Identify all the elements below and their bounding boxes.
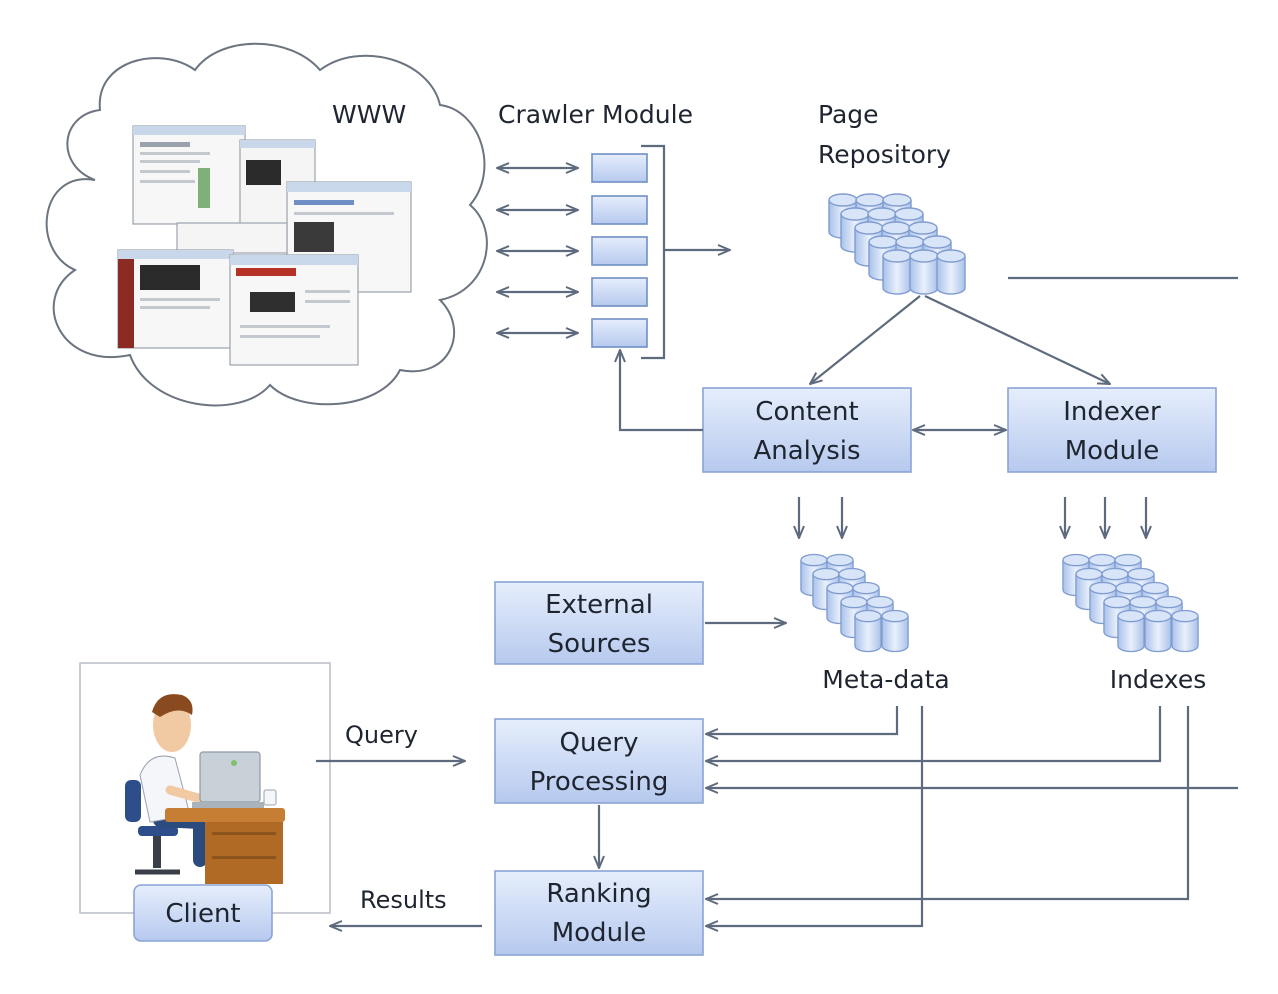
repo-to-content-arrow: [810, 295, 921, 384]
query-processing-label-line2: Processing: [530, 767, 669, 797]
web-pages-illustration: [117, 125, 412, 366]
client-box: Client: [133, 884, 273, 942]
metadata-db-icon: [800, 553, 909, 653]
crawler-module-label: Crawler Module: [498, 100, 693, 129]
indexes-to-ranking-arrow: [706, 706, 1190, 899]
query-processing-label-line1: Query: [559, 728, 638, 758]
indexer-module-label-line1: Indexer: [1063, 397, 1161, 427]
crawler-units: [591, 153, 648, 348]
indexes-db-icon: [1062, 553, 1199, 653]
crawler-unit: [591, 153, 648, 183]
indexes-label: Indexes: [1110, 665, 1206, 694]
query-label: Query: [345, 721, 418, 749]
person-at-desk-illustration: [125, 694, 285, 884]
content-analysis-box: Content Analysis: [702, 387, 912, 473]
metadata-label: Meta-data: [822, 665, 949, 694]
repo-to-indexer-arrow: [924, 295, 1110, 384]
external-sources-label-line1: External: [545, 590, 653, 620]
external-sources-label-line2: Sources: [548, 629, 651, 659]
content-to-crawler-arrow: [620, 350, 703, 432]
indexer-module-label-line2: Module: [1065, 436, 1160, 466]
crawler-unit: [591, 236, 648, 266]
www-label: WWW: [332, 100, 406, 129]
ranking-module-box: Ranking Module: [494, 870, 704, 956]
crawler-unit: [591, 318, 648, 348]
crawler-unit: [591, 195, 648, 225]
page-repository-label-line1: Page: [818, 100, 879, 129]
content-analysis-label-line2: Analysis: [753, 436, 860, 466]
content-analysis-label-line1: Content: [755, 397, 858, 427]
crawler-connections: [497, 168, 578, 333]
indexer-module-box: Indexer Module: [1007, 387, 1217, 473]
results-label: Results: [360, 886, 447, 914]
client-label: Client: [165, 899, 240, 929]
external-sources-box: External Sources: [494, 581, 704, 665]
ranking-module-label-line2: Module: [552, 918, 647, 948]
page-repository-db-icon: [828, 193, 966, 295]
page-repository-label-line2: Repository: [818, 140, 951, 169]
crawler-brace: [641, 144, 730, 360]
indexes-to-query-arrow: [706, 706, 1162, 761]
query-processing-box: Query Processing: [494, 718, 704, 804]
ranking-module-label-line1: Ranking: [546, 879, 651, 909]
metadata-to-ranking-arrow: [706, 706, 924, 926]
metadata-to-query-arrow: [706, 706, 899, 734]
crawler-unit: [591, 277, 648, 307]
